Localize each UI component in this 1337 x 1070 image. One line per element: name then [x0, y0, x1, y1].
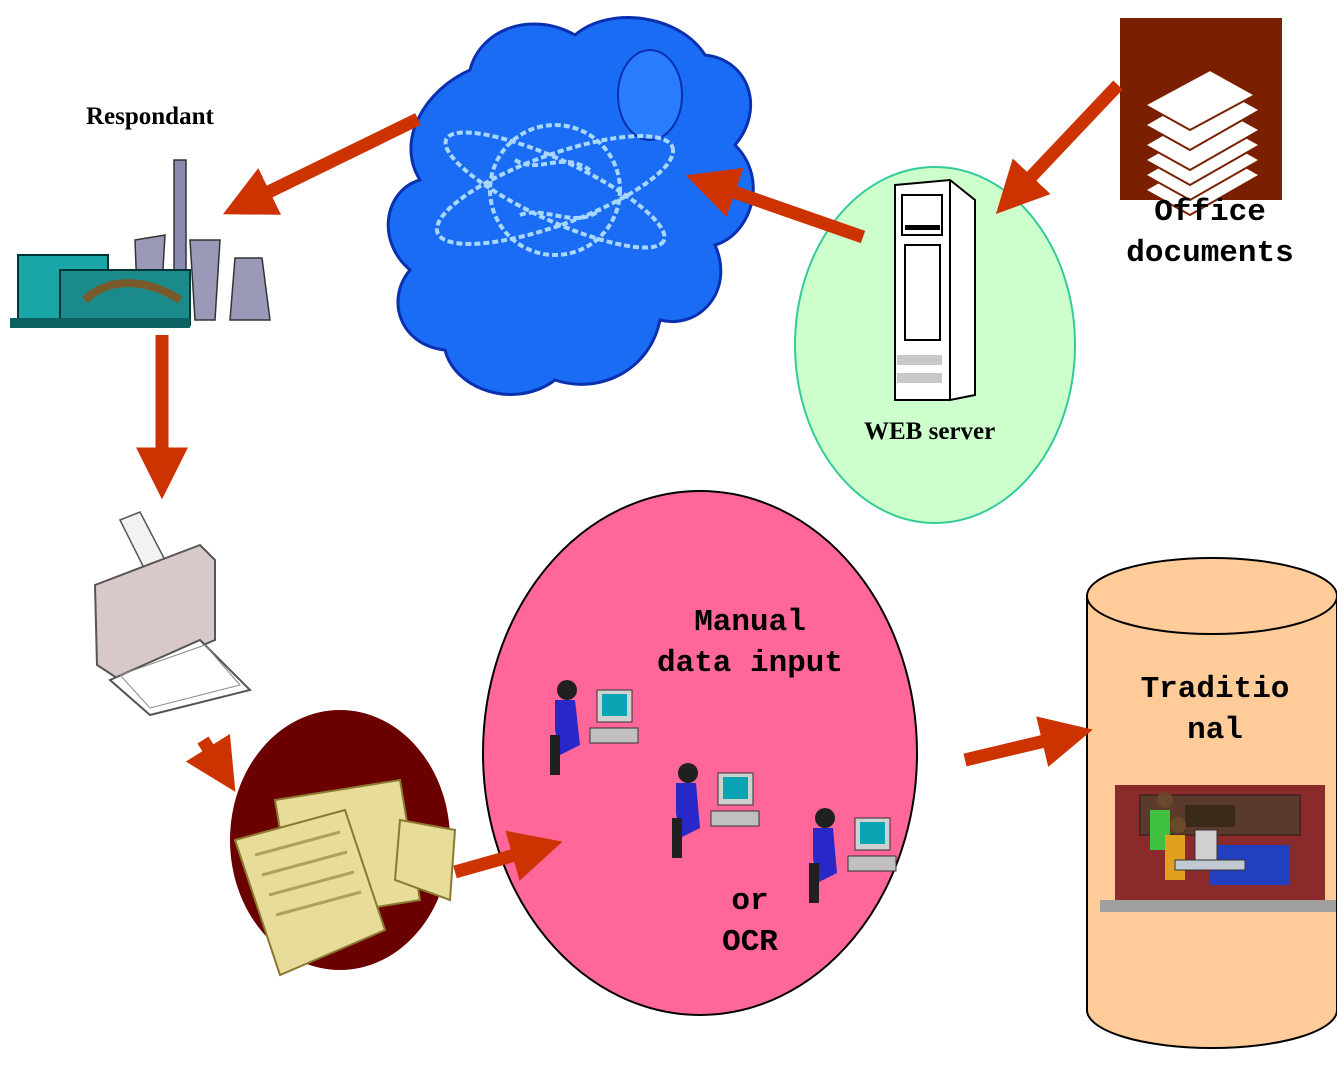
or-label: or: [731, 884, 769, 919]
office-documents-line-2: documents: [1126, 235, 1294, 271]
office-documents-line-1: Office: [1154, 195, 1266, 230]
flow-arrows: [136, 80, 1123, 881]
operator-icon: [809, 808, 897, 903]
or-ocr-label: or OCR: [690, 882, 810, 964]
manual-line-1: Manual: [694, 605, 806, 640]
documents-stack-icon: [1120, 18, 1282, 217]
traditional-line-2: nal: [1187, 712, 1243, 748]
traditional-line-1: Traditio: [1140, 672, 1290, 707]
operator-icon: [672, 763, 760, 858]
traditional-label: Traditio nal: [1100, 670, 1330, 752]
arrow-printer-to-forms: [185, 733, 236, 792]
office-documents-label: Office documents: [1110, 193, 1310, 275]
arrow-server-to-internet: [685, 167, 866, 244]
printer-icon: [93, 511, 252, 717]
arrow-manual-input-to-database: [963, 716, 1093, 767]
factory-icon: [10, 159, 271, 328]
server-icon: [894, 178, 976, 401]
respondant-label: Respondant: [86, 103, 214, 130]
arrow-internet-to-respondant: [222, 113, 421, 215]
web-server-label: WEB server: [864, 418, 996, 445]
manual-input-oval: [482, 490, 918, 1016]
ocr-label: OCR: [722, 924, 778, 960]
arrow-docs-to-server: [995, 80, 1123, 214]
globe-icon: [434, 123, 676, 257]
office-workstation-icon: [1100, 785, 1336, 912]
manual-data-input-label: Manual data input: [600, 603, 900, 685]
forms-icon: [230, 710, 457, 977]
internet-cloud: [386, 16, 755, 396]
arrow-forms-to-manual-input: [453, 830, 563, 881]
operator-icon: [550, 680, 639, 775]
manual-line-2: data input: [656, 645, 844, 681]
